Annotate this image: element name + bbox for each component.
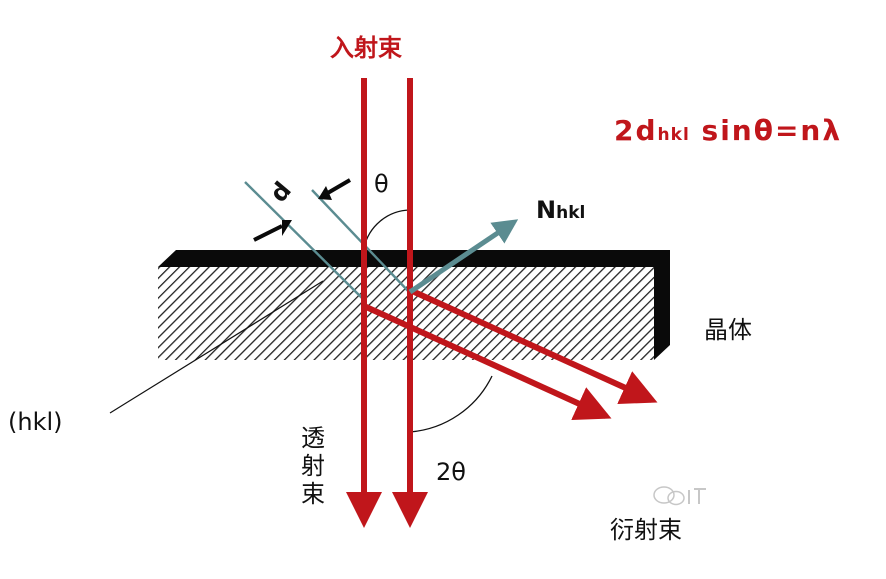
theta-label: θ xyxy=(374,170,389,198)
transmitted-char-3: 束 xyxy=(301,480,325,508)
lattice-plane-1 xyxy=(244,181,363,299)
formula-suffix: sinθ=nλ xyxy=(689,114,843,147)
diffracted-beam-2 xyxy=(408,287,658,404)
normal-subscript: hkl xyxy=(556,203,586,223)
spacing-arrow-upper-head xyxy=(318,186,332,200)
normal-prefix: N xyxy=(536,196,557,224)
spacing-arrow-lower-head xyxy=(282,220,292,236)
crystal-hatched-body xyxy=(158,267,654,360)
transmitted-char-1: 透 xyxy=(301,424,325,452)
crystal-top-face xyxy=(158,250,670,267)
normal-arrow xyxy=(408,219,519,295)
crystal-slab xyxy=(158,250,670,360)
two-theta-label: 2θ xyxy=(436,458,466,486)
watermark-glyph xyxy=(653,486,706,506)
crystal-side-face xyxy=(654,252,670,360)
plane-label: (hkl) xyxy=(8,408,63,436)
normal-label: Nhkl xyxy=(536,196,585,224)
incident-beam-label: 入射束 xyxy=(330,34,402,62)
plane-pointer-line xyxy=(109,280,324,414)
transmitted-beam-label: 透 射 束 xyxy=(298,424,328,508)
diffracted-beam-label: 衍射束 xyxy=(610,516,682,544)
two-theta-arc xyxy=(409,375,493,433)
spacing-arrow-lower xyxy=(253,224,283,242)
formula-prefix: 2d xyxy=(614,114,658,147)
spacing-arrow-upper xyxy=(324,178,352,196)
transmitted-char-2: 射 xyxy=(301,452,325,480)
formula-subscript: hkl xyxy=(657,125,690,145)
diffracted-beam-1 xyxy=(362,303,612,420)
crystal-label: 晶体 xyxy=(704,316,752,344)
bragg-formula: 2dhkl sinθ=nλ xyxy=(614,114,842,147)
wechat-watermark-icon xyxy=(652,482,712,514)
theta-arc xyxy=(363,209,411,249)
